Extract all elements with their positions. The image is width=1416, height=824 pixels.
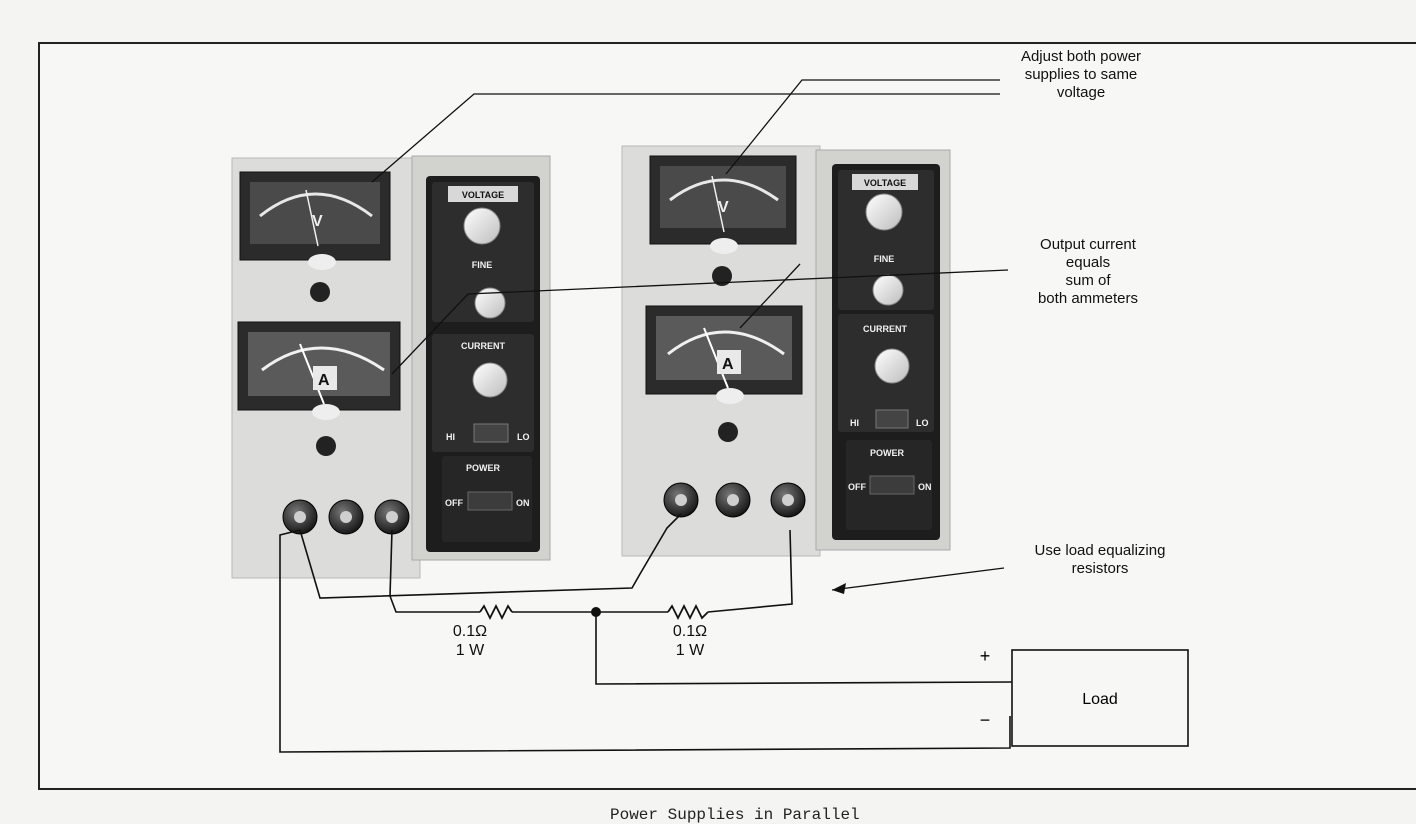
- leader-voltage-left: [371, 93, 1000, 183]
- power-off-label: OFF: [445, 498, 463, 508]
- supply-left-control-column: VOLTAGE FINE CURRENT HI LO POWER OFF ON: [426, 176, 540, 552]
- note-line: both ammeters: [1037, 290, 1139, 307]
- power-switch[interactable]: [869, 475, 915, 495]
- voltmeter-letter: V: [312, 213, 323, 230]
- power-on-label: ON: [516, 498, 530, 508]
- power-supply-right: V A VOLTAGE FINE: [621, 145, 951, 557]
- resistor-1-symbol: [479, 603, 513, 621]
- supply-right-control-column: VOLTAGE FINE CURRENT HI LO POWER OFF ON: [832, 164, 940, 540]
- supply-right-voltmeter: V: [649, 155, 797, 245]
- wire-negative-bus: [299, 513, 682, 599]
- wire-s2-positive: [707, 529, 793, 613]
- range-hi-label: HI: [446, 432, 455, 442]
- resistor-power: 1 W: [675, 642, 705, 659]
- range-switch[interactable]: [473, 423, 509, 443]
- voltmeter-zero-adjust[interactable]: [308, 254, 336, 270]
- voltage-indicator-lamp: [712, 266, 732, 286]
- load-label: Load: [1082, 691, 1118, 708]
- resistor-2-label: 0.1Ω 1 W: [660, 622, 720, 660]
- supply-right-ammeter: A: [645, 305, 803, 395]
- voltage-coarse-knob[interactable]: [865, 193, 903, 231]
- power-supply-left: V A VOLTAGE: [231, 155, 551, 579]
- power-switch[interactable]: [467, 491, 513, 511]
- note-line: Use load equalizing: [1034, 542, 1166, 559]
- range-lo-label: LO: [517, 432, 530, 442]
- voltage-knob-label: VOLTAGE: [864, 178, 906, 188]
- resistor-power: 1 W: [455, 642, 485, 659]
- ammeter-zero-adjust[interactable]: [312, 404, 340, 420]
- current-knob-label: CURRENT: [461, 341, 506, 351]
- ammeter-letter: A: [722, 356, 734, 373]
- note-line: resistors: [1071, 560, 1129, 577]
- range-lo-label: LO: [916, 418, 929, 428]
- voltage-indicator-lamp: [310, 282, 330, 302]
- leader-current-right: [739, 263, 801, 329]
- fine-knob-label: FINE: [874, 254, 895, 264]
- ammeter-zero-adjust[interactable]: [716, 388, 744, 404]
- resistor-2-symbol: [667, 603, 709, 621]
- note-line: sum of: [1065, 272, 1111, 289]
- supply-left-ammeter: A: [237, 321, 401, 411]
- leader-current-left: [391, 269, 1009, 375]
- leader-voltage-right: [725, 79, 1000, 175]
- load-plus-label: +: [980, 646, 991, 666]
- note-line: Adjust both power: [1020, 48, 1142, 65]
- note-line: Output current: [1040, 236, 1136, 253]
- voltage-fine-knob[interactable]: [872, 274, 904, 306]
- leader-lines: [371, 79, 1009, 591]
- supply-right-terminals: [663, 482, 806, 518]
- resistor-value: 0.1Ω: [452, 623, 488, 640]
- wire-junction-to-load-positive: [595, 612, 1013, 685]
- current-knob-label: CURRENT: [863, 324, 908, 334]
- note-adjust-voltage: Adjust both power supplies to same volta…: [1002, 48, 1160, 102]
- voltage-fine-knob[interactable]: [474, 287, 506, 319]
- current-limit-knob[interactable]: [874, 348, 910, 384]
- fine-knob-label: FINE: [472, 260, 493, 270]
- supply-left-voltmeter: V: [239, 171, 391, 261]
- note-output-current: Output current equals sum of both ammete…: [1012, 236, 1164, 308]
- voltage-coarse-knob[interactable]: [463, 207, 501, 245]
- leader-resistors: [831, 567, 1005, 591]
- supply-left-terminals: [282, 499, 410, 535]
- wire-s1-positive: [389, 529, 480, 613]
- resistor-value: 0.1Ω: [672, 623, 708, 640]
- ammeter-letter: A: [318, 372, 330, 389]
- current-indicator-lamp: [718, 422, 738, 442]
- voltage-knob-label: VOLTAGE: [462, 190, 504, 200]
- figure-caption: Power Supplies in Parallel: [610, 806, 860, 824]
- power-label: POWER: [466, 463, 501, 473]
- range-switch[interactable]: [875, 409, 909, 429]
- note-line: supplies to same: [1024, 66, 1138, 83]
- arrowhead-resistors: [832, 583, 846, 594]
- range-hi-label: HI: [850, 418, 859, 428]
- load-minus-label: −: [980, 710, 991, 730]
- power-label: POWER: [870, 448, 905, 458]
- current-limit-knob[interactable]: [472, 362, 508, 398]
- resistor-1-label: 0.1Ω 1 W: [440, 622, 500, 660]
- current-indicator-lamp: [316, 436, 336, 456]
- wire-negative-to-load: [279, 529, 1011, 753]
- note-line: voltage: [1056, 84, 1106, 101]
- note-line: equals: [1065, 254, 1111, 271]
- junction-dot: [591, 607, 601, 617]
- voltmeter-zero-adjust[interactable]: [710, 238, 738, 254]
- power-on-label: ON: [918, 482, 932, 492]
- power-off-label: OFF: [848, 482, 866, 492]
- load-box: [1011, 649, 1189, 747]
- note-load-resistors: Use load equalizing resistors: [1020, 542, 1180, 578]
- voltmeter-letter: V: [718, 199, 729, 216]
